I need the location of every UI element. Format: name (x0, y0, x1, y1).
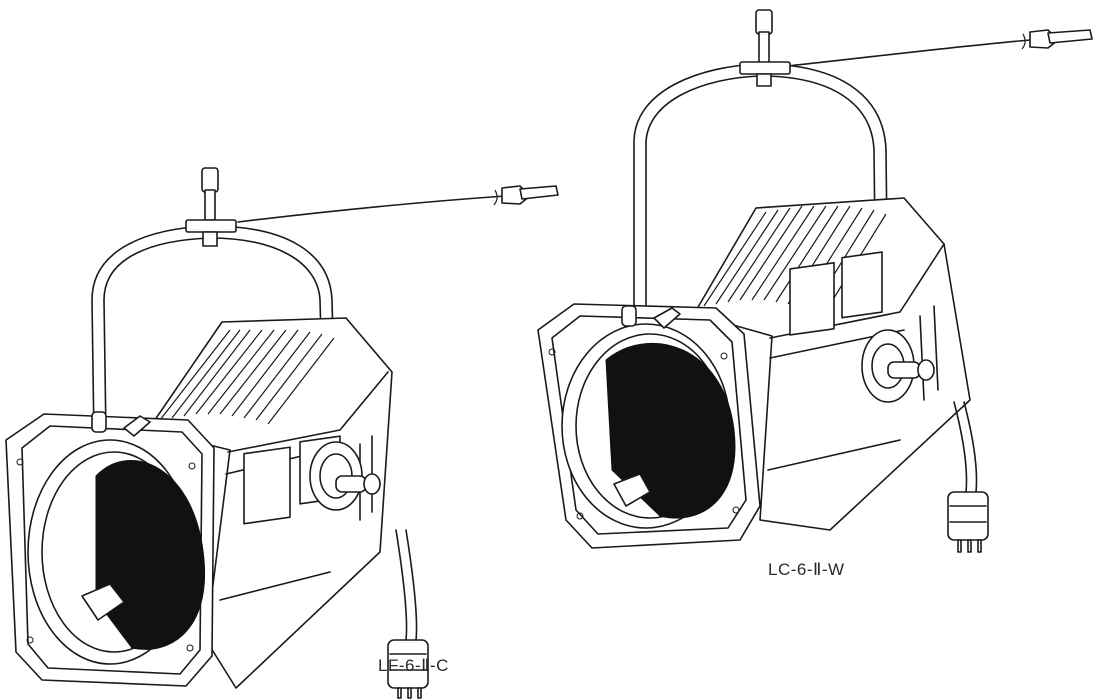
frame-screws-right (548, 348, 740, 520)
fixture-lf-6-ii-c (5, 167, 559, 699)
power-plug-left (387, 639, 429, 699)
spigot-left (185, 167, 237, 247)
fixture-lc-6-ii-w (537, 9, 1093, 553)
frame-screws-left (16, 458, 196, 652)
top-knobs-left (91, 411, 151, 437)
safety-wire-left (237, 195, 506, 223)
safety-wire-right (787, 39, 1031, 67)
cooling-fins-left (159, 329, 335, 425)
spigot-right (739, 9, 791, 87)
tilt-knob-right (861, 329, 935, 403)
housing-right (693, 197, 971, 531)
power-plug-right (947, 491, 989, 553)
top-knobs-right (621, 305, 681, 329)
tilt-knob-left (309, 441, 381, 511)
cable-left (395, 529, 408, 641)
spring-clip-left (493, 185, 559, 206)
model-label-right: LC-6-Ⅱ-W (768, 560, 845, 579)
cable-right (953, 401, 968, 493)
spring-clip-right (1021, 29, 1093, 50)
model-label-left: LF-6-Ⅱ-C (378, 656, 449, 675)
